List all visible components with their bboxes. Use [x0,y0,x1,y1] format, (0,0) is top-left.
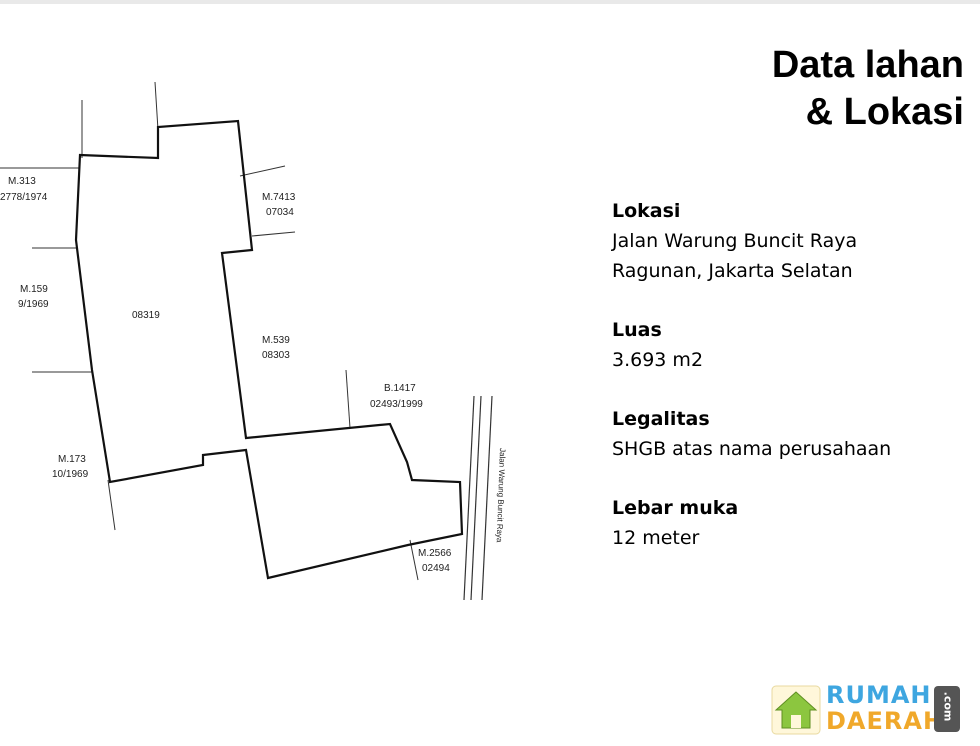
info-size-value: 3.693 m2 [612,349,704,371]
parcel-label-m159-code: 9/1969 [18,299,49,310]
parcel-label-b1417-number: B.1417 [384,383,416,394]
parcel-label-m313-number: M.313 [8,176,36,187]
road-label: Jalan Warung Buncit Raya [495,448,507,543]
info-location-street: Jalan Warung Buncit Raya [612,230,858,252]
parcel-label-m7413-number: M.7413 [262,192,296,203]
logo-word-daerah: DAERAH [826,707,945,735]
info-location-area: Ragunan, Jakarta Selatan [612,260,853,282]
page-title: Data lahan & Lokasi [604,42,964,136]
parcel-label-m539-number: M.539 [262,335,290,346]
house-icon [771,685,821,735]
parcel-label-main: 08319 [132,310,160,321]
info-legality-value: SHGB atas nama perusahaan [612,438,892,460]
info-legality-label: Legalitas [612,408,710,430]
parcel-label-m159-number: M.159 [20,284,48,295]
info-size: Luas 3.693 m2 [612,315,972,375]
parcel-label-m173-code: 10/1969 [52,469,89,480]
parcel-label-m2566-code: 02494 [422,563,450,574]
logo-word-rumah: RUMAH [826,681,932,709]
parcel-label-m173-number: M.173 [58,454,86,465]
parcel-label-m2566-number: M.2566 [418,548,452,559]
info-location-label: Lokasi [612,200,681,222]
parcel-label-m7413-code: 07034 [266,207,294,218]
info-legality: Legalitas SHGB atas nama perusahaan [612,404,972,464]
info-frontage-label: Lebar muka [612,497,739,519]
parcel-label-b1417-code: 02493/1999 [370,399,423,410]
parcel-label-m313-code: 2778/1974 [0,192,48,203]
page-title-line-1: Data lahan [771,44,964,86]
info-size-label: Luas [612,319,662,341]
info-frontage-value: 12 meter [612,527,700,549]
logo-dotcom-badge: .com [934,686,960,732]
info-location: Lokasi Jalan Warung Buncit Raya Ragunan,… [612,196,972,286]
page-title-line-2: & Lokasi [805,91,964,133]
logo-dotcom-text: .com [941,691,955,722]
land-map: M.313 2778/1974 M.7413 07034 M.159 9/196… [0,81,507,601]
info-frontage: Lebar muka 12 meter [612,493,972,553]
land-info: Lokasi Jalan Warung Buncit Raya Ragunan,… [612,196,972,582]
brand-logo: RUMAH DAERAH .com [770,682,970,738]
parcel-label-m539-code: 08303 [262,350,290,361]
land-map-drawing: M.313 2778/1974 M.7413 07034 M.159 9/196… [0,81,507,601]
top-bar [0,0,980,4]
